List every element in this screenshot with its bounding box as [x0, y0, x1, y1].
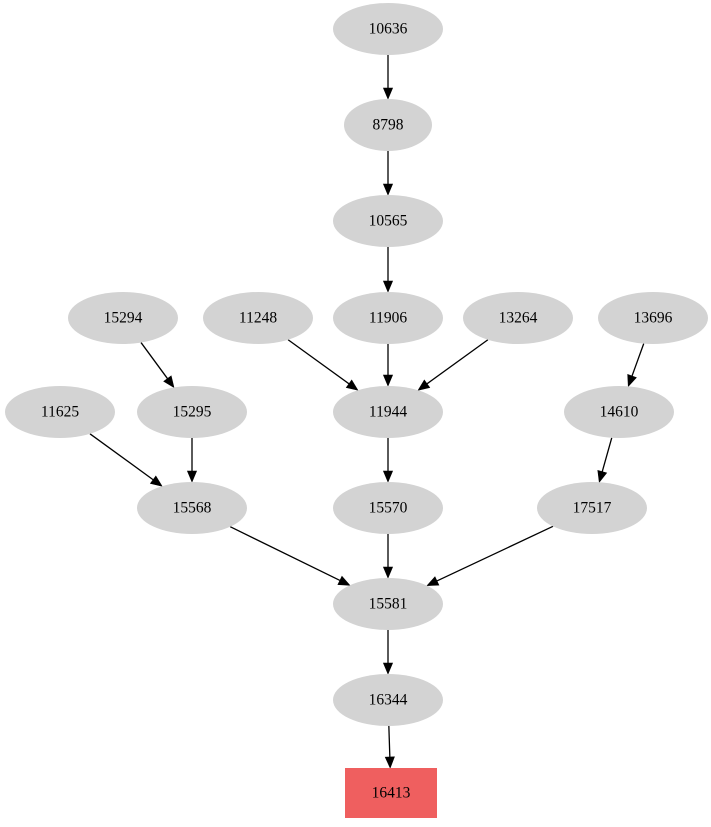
- node-ellipse-shape[interactable]: [333, 578, 443, 630]
- edges-layer: [89, 55, 645, 769]
- node-ellipse-shape[interactable]: [344, 99, 432, 151]
- graph-edge: [601, 437, 613, 472]
- arrowhead-icon: [337, 575, 351, 586]
- node-ellipse-shape[interactable]: [137, 482, 247, 534]
- graph-node-11906[interactable]: 11906: [333, 292, 443, 344]
- node-ellipse-shape[interactable]: [333, 195, 443, 247]
- nodes-layer: 10636 8798 10565 15294 11248 11906 13264 13696 1…: [5, 3, 708, 818]
- graph-node-15568[interactable]: 15568: [137, 482, 247, 534]
- graph-edge: [89, 433, 154, 481]
- arrowhead-icon: [345, 379, 359, 391]
- arrowhead-icon: [382, 662, 394, 675]
- node-ellipse-shape[interactable]: [68, 292, 178, 344]
- graph-node-16344[interactable]: 16344: [333, 674, 443, 726]
- graph-node-11248[interactable]: 11248: [203, 292, 313, 344]
- arrowhead-icon: [597, 469, 608, 483]
- arrowhead-icon: [382, 280, 394, 293]
- node-ellipse-shape[interactable]: [333, 3, 443, 55]
- graph-node-17517[interactable]: 17517: [537, 482, 647, 534]
- arrowhead-icon: [186, 470, 198, 483]
- graph-edge: [426, 339, 489, 385]
- arrowhead-icon: [382, 470, 394, 483]
- node-ellipse-shape[interactable]: [463, 292, 573, 344]
- graph-node-13696[interactable]: 13696: [598, 292, 708, 344]
- arrowhead-icon: [417, 379, 431, 391]
- graph-node-15294[interactable]: 15294: [68, 292, 178, 344]
- arrowhead-icon: [382, 87, 394, 100]
- node-ellipse-shape[interactable]: [5, 386, 115, 438]
- graph-node-10636[interactable]: 10636: [333, 3, 443, 55]
- arrowhead-icon: [149, 475, 163, 487]
- graph-node-16413[interactable]: 16413: [345, 768, 437, 818]
- graph-node-13264[interactable]: 13264: [463, 292, 573, 344]
- node-ellipse-shape[interactable]: [203, 292, 313, 344]
- node-ellipse-shape[interactable]: [333, 482, 443, 534]
- graph-node-11944[interactable]: 11944: [333, 386, 443, 438]
- graph-node-14610[interactable]: 14610: [564, 386, 674, 438]
- node-ellipse-shape[interactable]: [137, 386, 247, 438]
- graph-edge: [287, 339, 350, 385]
- graph-edge: [229, 526, 341, 582]
- node-ellipse-shape[interactable]: [333, 674, 443, 726]
- node-ellipse-shape[interactable]: [333, 386, 443, 438]
- arrowhead-icon: [382, 183, 394, 196]
- arrowhead-icon: [627, 374, 637, 388]
- graph-edge: [140, 342, 168, 379]
- graph-node-15295[interactable]: 15295: [137, 386, 247, 438]
- arrowhead-icon: [382, 566, 394, 579]
- node-ellipse-shape[interactable]: [333, 292, 443, 344]
- node-ellipse-shape[interactable]: [564, 386, 674, 438]
- node-ellipse-shape[interactable]: [537, 482, 647, 534]
- graph-edge: [388, 725, 391, 758]
- graph-edge: [631, 343, 645, 377]
- graph-node-15570[interactable]: 15570: [333, 482, 443, 534]
- node-ellipse-shape[interactable]: [598, 292, 708, 344]
- arrowhead-icon: [382, 374, 394, 387]
- graph-node-15581[interactable]: 15581: [333, 578, 443, 630]
- arrowhead-icon: [426, 576, 440, 586]
- graph-node-10565[interactable]: 10565: [333, 195, 443, 247]
- graph-node-11625[interactable]: 11625: [5, 386, 115, 438]
- arrowhead-icon: [163, 375, 175, 389]
- node-box-shape[interactable]: [345, 768, 437, 818]
- arrowhead-icon: [384, 756, 395, 769]
- graph-node-8798[interactable]: 8798: [344, 99, 432, 151]
- graph-edge: [436, 525, 554, 582]
